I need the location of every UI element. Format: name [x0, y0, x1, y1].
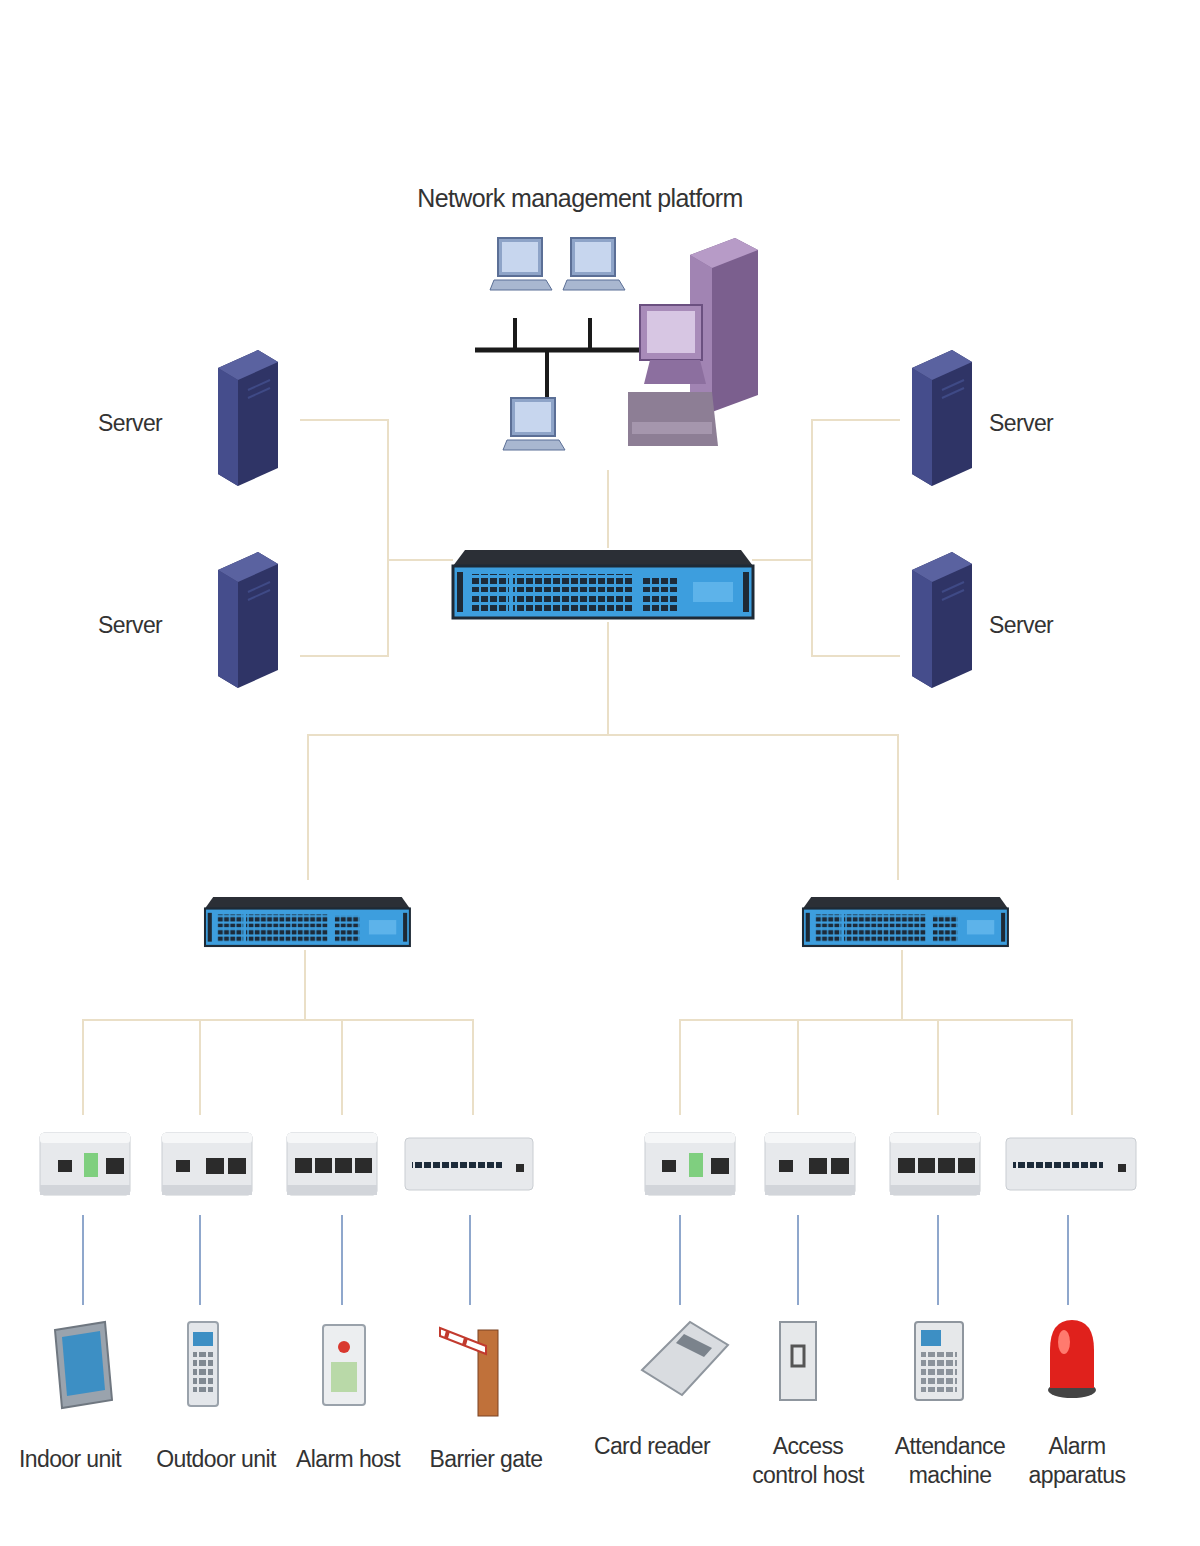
device-label: Alarm apparatus [1015, 1432, 1139, 1490]
server-node: Server [88, 548, 288, 693]
device-label: Server [98, 409, 208, 438]
device-node: Attendance machine [870, 1310, 1030, 1530]
device-node: Access control host [728, 1310, 888, 1530]
device-node: Outdoor unit [136, 1310, 296, 1530]
device-node: Indoor unit [4, 1310, 164, 1530]
server-node: Server [905, 548, 1075, 693]
device-label: Server [989, 409, 1073, 438]
device-label: Barrier gate [419, 1445, 553, 1474]
server-node: Server [905, 345, 1075, 490]
device-label: Access control host [744, 1432, 872, 1490]
device-node: Card reader [572, 1310, 732, 1530]
device-label: Network management platform [340, 183, 820, 214]
device-node: Alarm host [268, 1310, 428, 1530]
device-label: Alarm host [286, 1445, 410, 1474]
device-label: Outdoor unit [146, 1445, 286, 1474]
device-label: Server [989, 611, 1073, 640]
device-label: Indoor unit [6, 1445, 134, 1474]
platform-node: Network management platform [340, 183, 820, 463]
server-node: Server [88, 345, 288, 490]
device-label: Server [98, 611, 208, 640]
device-node: Alarm apparatus [997, 1310, 1157, 1530]
device-label: Card reader [585, 1432, 719, 1461]
device-node: Barrier gate [406, 1310, 566, 1530]
device-label: Attendance machine [888, 1432, 1012, 1490]
